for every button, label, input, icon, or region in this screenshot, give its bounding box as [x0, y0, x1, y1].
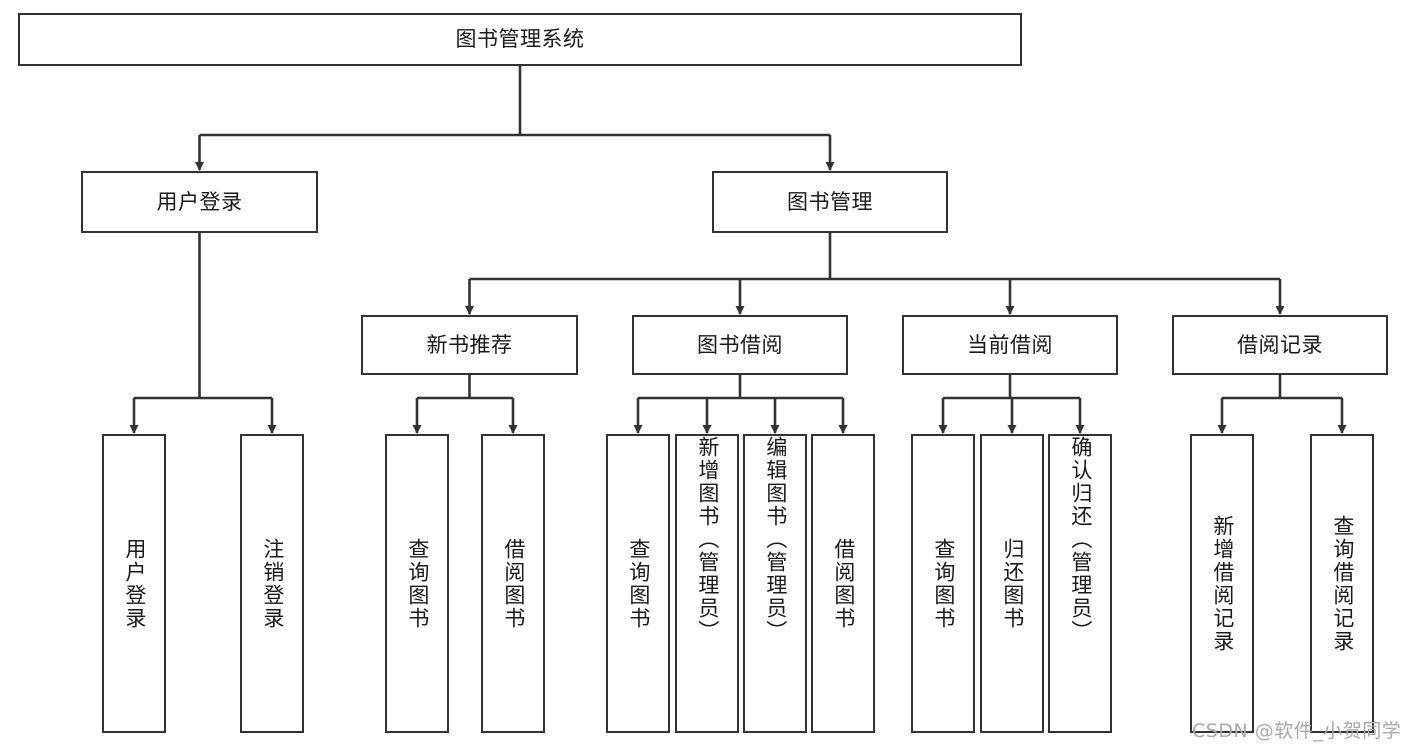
leaf-edit-book[interactable]: 编辑图书（管理员）: [743, 434, 807, 733]
watermark: CSDN @软件_小贺同学: [1192, 720, 1402, 742]
leaf-user-login-label: 用户登录: [122, 537, 147, 630]
leaf-user-login[interactable]: 用户登录: [102, 434, 166, 733]
node-root[interactable]: 图书管理系统: [18, 13, 1022, 66]
leaf-borrow-book-rec-label: 借阅图书: [501, 537, 526, 630]
node-book-management[interactable]: 图书管理: [712, 171, 948, 233]
leaf-query-book-borrow-label: 查询图书: [626, 537, 651, 630]
leaf-return-book-label: 归还图书: [1000, 537, 1025, 630]
leaf-confirm-return-label: 确认归还（管理员）: [1068, 436, 1093, 643]
leaf-add-record[interactable]: 新增借阅记录: [1190, 434, 1254, 733]
leaf-borrow-book-rec[interactable]: 借阅图书: [481, 434, 545, 733]
leaf-add-book[interactable]: 新增图书（管理员）: [675, 434, 739, 733]
node-user-login-label: 用户登录: [156, 189, 243, 214]
leaf-query-book-current[interactable]: 查询图书: [911, 434, 975, 733]
node-book-borrow-label: 图书借阅: [697, 332, 783, 357]
leaf-query-book-rec[interactable]: 查询图书: [385, 434, 449, 733]
node-new-book-recommend-label: 新书推荐: [426, 332, 513, 357]
leaf-query-book-rec-label: 查询图书: [405, 537, 430, 630]
node-current-borrow[interactable]: 当前借阅: [902, 315, 1118, 375]
leaf-confirm-return[interactable]: 确认归还（管理员）: [1048, 434, 1112, 733]
node-root-label: 图书管理系统: [455, 27, 585, 52]
node-book-management-label: 图书管理: [787, 189, 873, 214]
node-new-book-recommend[interactable]: 新书推荐: [361, 315, 578, 375]
leaf-logout-label: 注销登录: [260, 537, 285, 630]
leaf-query-record-label: 查询借阅记录: [1330, 514, 1355, 653]
node-user-login[interactable]: 用户登录: [81, 171, 318, 233]
node-borrow-record-label: 借阅记录: [1237, 332, 1323, 357]
node-book-borrow[interactable]: 图书借阅: [632, 315, 848, 375]
node-borrow-record[interactable]: 借阅记录: [1172, 315, 1388, 375]
leaf-query-book-current-label: 查询图书: [931, 537, 956, 630]
leaf-borrow-book-label: 借阅图书: [831, 537, 856, 630]
leaf-add-record-label: 新增借阅记录: [1210, 514, 1235, 653]
leaf-add-book-label: 新增图书（管理员）: [695, 436, 720, 643]
leaf-query-record[interactable]: 查询借阅记录: [1310, 434, 1374, 733]
leaf-borrow-book[interactable]: 借阅图书: [811, 434, 875, 733]
node-current-borrow-label: 当前借阅: [967, 332, 1053, 357]
leaf-query-book-borrow[interactable]: 查询图书: [606, 434, 670, 733]
leaf-edit-book-label: 编辑图书（管理员）: [763, 436, 788, 643]
leaf-return-book[interactable]: 归还图书: [980, 434, 1044, 733]
leaf-logout[interactable]: 注销登录: [240, 434, 304, 733]
